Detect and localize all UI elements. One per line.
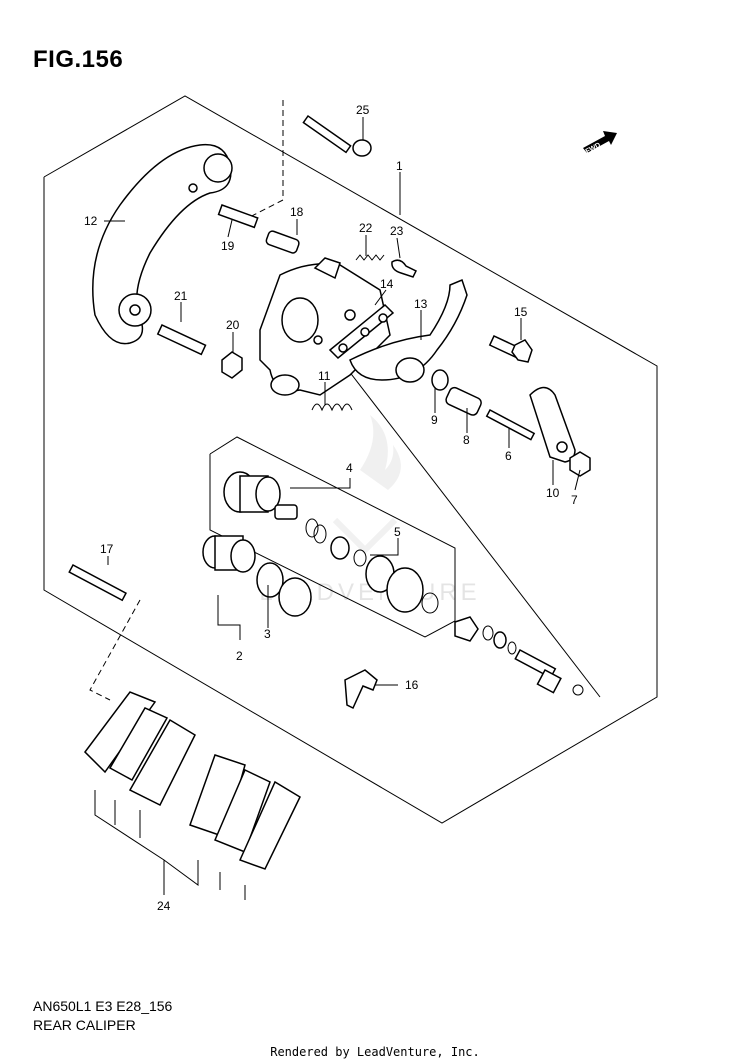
callout-11: 11: [318, 369, 331, 383]
bolt-21-part: [156, 324, 207, 356]
callout-14: 14: [380, 277, 394, 291]
arm-part: [349, 278, 468, 383]
callout-23: 23: [390, 224, 404, 238]
callout-3: 3: [264, 627, 271, 641]
callout-10: 10: [546, 486, 560, 500]
piston-2-part: [202, 535, 256, 573]
pad-set-24-part: [84, 691, 301, 870]
bolt-25-part: [302, 114, 372, 157]
section-name: REAR CALIPER: [33, 1017, 136, 1033]
clip-16-part: [344, 669, 378, 710]
callout-21: 21: [174, 289, 188, 303]
guide-line: [324, 339, 601, 698]
spring-11-part: [311, 403, 353, 412]
bolt-15-part: [488, 335, 533, 363]
figure-title: FIG.156: [33, 46, 124, 73]
seal-5-part: [365, 555, 439, 614]
adjuster-8-part: [445, 386, 482, 416]
callout-2: 2: [236, 649, 243, 663]
callout-17: 17: [100, 542, 114, 556]
nut-7-part: [569, 451, 591, 477]
callout-5: 5: [394, 525, 401, 539]
callout-7: 7: [571, 493, 578, 507]
spring-22-part: [355, 254, 385, 261]
leader-dashed-25: [239, 100, 284, 223]
oring-9-part: [431, 369, 449, 391]
callout-24: 24: [157, 899, 171, 913]
leader-lines: [94, 117, 581, 900]
callout-20: 20: [226, 318, 240, 332]
callout-12: 12: [84, 214, 98, 228]
bolt-18-part: [265, 230, 300, 254]
seal-3-part: [256, 562, 312, 617]
callout-6: 6: [505, 449, 512, 463]
leader-dashed-17: [89, 599, 141, 701]
callout-18: 18: [290, 205, 304, 219]
bleeder-part: [454, 616, 584, 696]
callout-16: 16: [405, 678, 419, 692]
fwd-label: FWD: [585, 142, 602, 156]
callout-15: 15: [514, 305, 528, 319]
watermark-logo: [332, 415, 401, 555]
figure-code: AN650L1 E3 E28_156: [33, 998, 173, 1014]
bolt-6-part: [485, 408, 536, 441]
callout-4: 4: [346, 461, 353, 475]
lever-part: [529, 386, 576, 463]
callout-19: 19: [221, 239, 235, 253]
clip-23-part: [391, 259, 418, 278]
seal-kit-outline: [209, 436, 456, 638]
fwd-arrow-icon: FWD: [583, 131, 617, 156]
callout-13: 13: [414, 297, 428, 311]
assembly-outline: [43, 95, 658, 824]
pin-17-part: [68, 563, 127, 602]
callout-9: 9: [431, 413, 438, 427]
callout-8: 8: [463, 433, 470, 447]
callout-1: 1: [396, 159, 403, 173]
callout-22: 22: [359, 221, 373, 235]
render-credit: Rendered by LeadVenture, Inc.: [270, 1045, 480, 1059]
bolt-19-part: [217, 204, 259, 229]
nut-20-part: [221, 351, 243, 379]
plate-part: [328, 303, 395, 360]
callout-25: 25: [356, 103, 370, 117]
piston-set-4-part: [223, 471, 367, 567]
bracket-part: [92, 143, 233, 345]
